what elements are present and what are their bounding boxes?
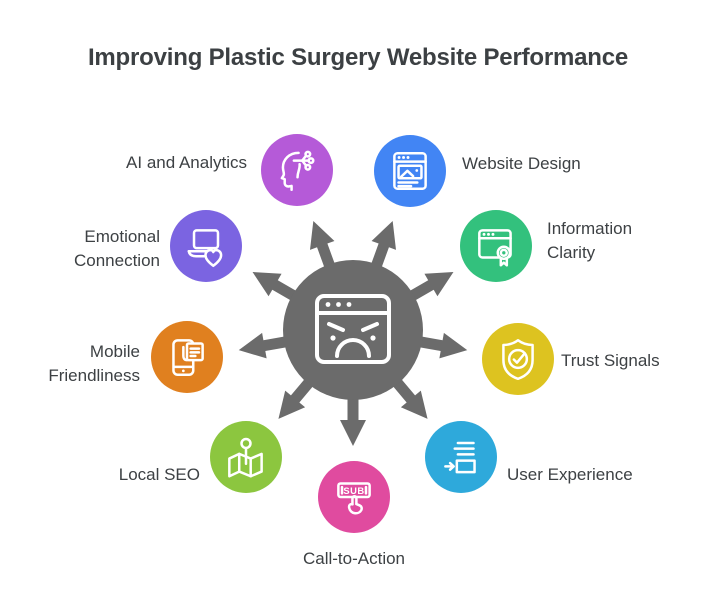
label-emotional-connection: Emotional Connection [73, 227, 160, 270]
label-mobile-friendliness: Mobile Friendliness [48, 342, 140, 385]
list-input-arrow-icon [444, 441, 476, 474]
node-call-to-action: SUB [318, 461, 390, 533]
phone-news-icon [172, 339, 204, 376]
laptop-heart-icon [187, 229, 223, 268]
label-local-seo: Local SEO [118, 465, 200, 484]
browser-award-icon [478, 229, 512, 267]
node-emotional-connection [170, 210, 242, 282]
svg-text:SUB: SUB [343, 486, 364, 496]
central-hub [238, 220, 468, 446]
angry-browser-icon [315, 294, 391, 364]
node-ai-analytics [261, 134, 333, 206]
node-trust-signals [482, 323, 554, 395]
node-mobile-friendliness [151, 321, 223, 393]
hub-shape [238, 220, 468, 446]
browser-image-icon [393, 152, 427, 190]
node-local-seo [210, 421, 282, 493]
node-user-experience [425, 421, 497, 493]
page-title: Improving Plastic Surgery Website Perfor… [87, 44, 629, 71]
submit-button-hand-icon: SUB [337, 482, 371, 515]
label-website-design: Website Design [462, 154, 581, 173]
ai-head-circuit-icon [280, 150, 315, 192]
label-information-clarity: Information Clarity [547, 219, 633, 262]
map-pin-icon [228, 437, 263, 478]
hub-arrow [340, 370, 366, 446]
label-trust-signals: Trust Signals [561, 351, 660, 370]
hub-circle [283, 260, 423, 400]
label-user-experience: User Experience [507, 465, 633, 484]
node-website-design [374, 135, 446, 207]
shield-check-icon [502, 339, 534, 381]
label-ai-analytics: AI and Analytics [126, 153, 247, 172]
label-call-to-action: Call-to-Action [302, 549, 406, 568]
node-information-clarity [460, 210, 532, 282]
